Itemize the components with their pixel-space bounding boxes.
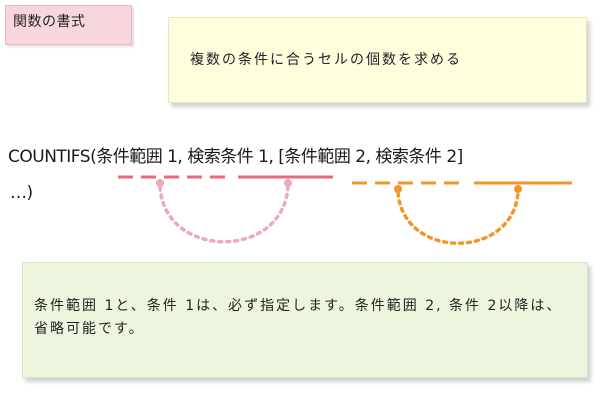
criteria-1-dot bbox=[284, 179, 292, 187]
argument-note-box: 条件範囲 1と、条件 1は、必ず指定します。条件範囲 2, 条件 2以降は、省略… bbox=[22, 262, 588, 378]
function-description-text: 複数の条件に合うセルの個数を求める bbox=[190, 52, 462, 68]
criteria-range-2-dot bbox=[394, 185, 402, 193]
optional-pair-connector bbox=[352, 181, 572, 245]
required-pair-arc bbox=[158, 185, 290, 244]
section-label: 関数の書式 bbox=[5, 5, 132, 45]
function-description-box: 複数の条件に合うセルの個数を求める bbox=[168, 17, 587, 103]
optional-pair-arc bbox=[396, 191, 520, 245]
criteria-2-dot bbox=[514, 185, 522, 193]
criteria-range-1-dot bbox=[156, 179, 164, 187]
required-pair-connector bbox=[118, 175, 333, 244]
syntax-line-2: …) bbox=[10, 183, 33, 203]
syntax-line-1: COUNTIFS(条件範囲 1, 検索条件 1, [条件範囲 2, 検索条件 2… bbox=[8, 147, 463, 167]
argument-note-text: 条件範囲 1と、条件 1は、必ず指定します。条件範囲 2, 条件 2以降は、省略… bbox=[34, 298, 563, 337]
